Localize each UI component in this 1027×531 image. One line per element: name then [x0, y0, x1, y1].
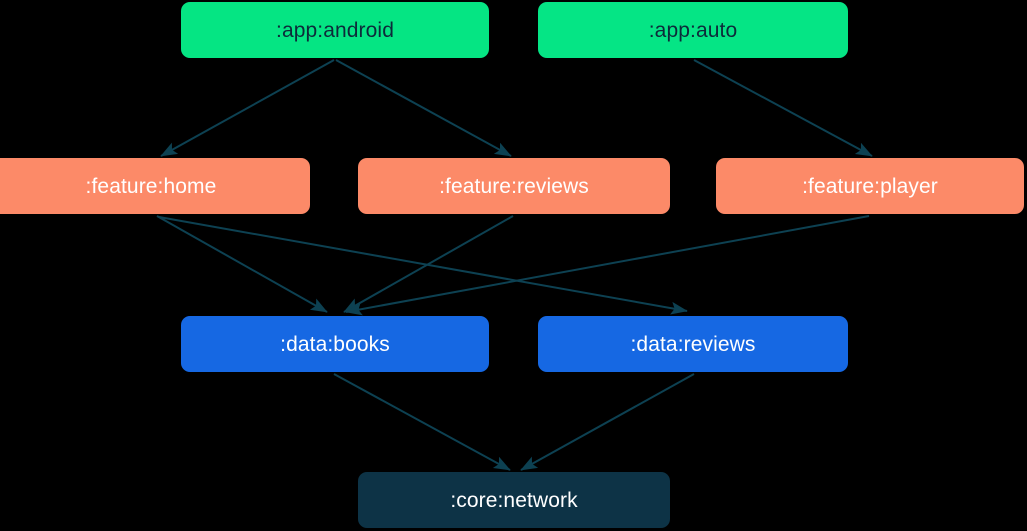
edge-app-android-to-feature-home	[160, 59, 335, 157]
edge-data-reviews-to-core-network	[520, 373, 695, 471]
node-label-data-reviews: :data:reviews	[630, 332, 756, 356]
edge-app-auto-to-feature-player	[693, 59, 873, 157]
edge-app-android-to-feature-reviews	[335, 59, 512, 157]
node-feature-home[interactable]: :feature:home	[0, 158, 310, 214]
node-data-reviews[interactable]: :data:reviews	[538, 316, 848, 372]
edge-feature-player-to-data-books	[345, 215, 870, 316]
node-label-feature-home: :feature:home	[85, 174, 217, 198]
node-data-books[interactable]: :data:books	[181, 316, 489, 372]
edge-feature-home-to-data-reviews	[158, 216, 688, 315]
node-feature-reviews[interactable]: :feature:reviews	[358, 158, 670, 214]
node-label-app-auto: :app:auto	[648, 18, 738, 42]
edges-group	[156, 59, 873, 471]
node-feature-player[interactable]: :feature:player	[716, 158, 1024, 214]
node-label-app-android: :app:android	[276, 18, 394, 42]
edge-data-books-to-core-network	[333, 373, 511, 471]
node-app-auto[interactable]: :app:auto	[538, 2, 848, 58]
node-label-feature-reviews: :feature:reviews	[439, 174, 589, 198]
node-label-data-books: :data:books	[280, 332, 390, 356]
node-core-network[interactable]: :core:network	[358, 472, 670, 528]
edge-feature-home-to-data-books	[156, 215, 328, 313]
node-label-feature-player: :feature:player	[802, 174, 938, 198]
node-label-core-network: :core:network	[450, 488, 578, 512]
edge-feature-reviews-to-data-books	[343, 215, 514, 313]
node-app-android[interactable]: :app:android	[181, 2, 489, 58]
